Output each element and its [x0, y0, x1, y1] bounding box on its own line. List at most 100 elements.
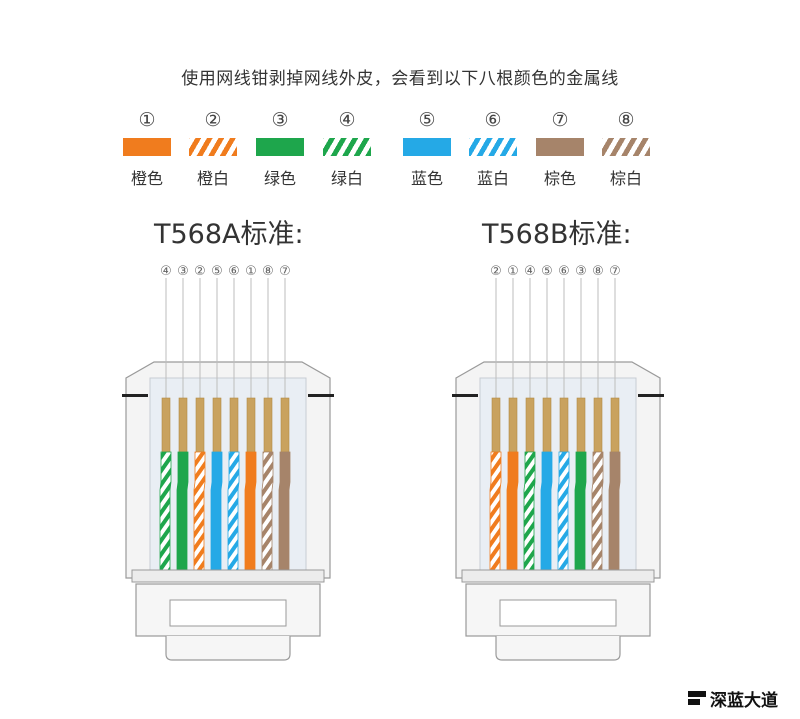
wire — [591, 451, 604, 573]
wire — [608, 451, 621, 573]
copper-contact — [610, 397, 620, 453]
wire — [574, 451, 587, 573]
wire — [244, 451, 257, 573]
brand-logo: 深蓝大道 — [688, 686, 778, 711]
legend-swatch — [123, 138, 171, 156]
boot-window — [499, 599, 617, 627]
legend-label: 蓝色 — [410, 169, 443, 188]
copper-contact — [491, 397, 501, 453]
copper-contact — [559, 397, 569, 453]
wire — [540, 451, 553, 573]
pin-number: ⑥ — [558, 264, 570, 279]
legend-label: 橙白 — [196, 169, 229, 188]
legend-label: 绿色 — [263, 169, 296, 188]
cable-boot — [495, 636, 621, 661]
copper-contact — [542, 397, 552, 453]
t568b-title: T568B标准: — [482, 219, 632, 250]
pin-number: ⑧ — [262, 264, 274, 279]
page-title: 使用网线钳剥掉网线外皮，会看到以下八根颜色的金属线 — [181, 69, 619, 89]
copper-contact — [525, 397, 535, 453]
legend-item: ③ 绿色 — [245, 108, 315, 189]
copper-contact — [508, 397, 518, 453]
wire — [523, 451, 536, 573]
legend-item: ⑤ 蓝色 — [392, 108, 462, 189]
wire — [489, 451, 502, 573]
pin-number: ⑧ — [592, 264, 604, 279]
wire — [193, 451, 206, 573]
legend-swatch — [189, 138, 237, 156]
pin-number: ② — [490, 264, 502, 279]
pin-number: ① — [245, 264, 257, 279]
pin-number: ① — [507, 264, 519, 279]
legend-swatch — [403, 138, 451, 156]
legend-swatch — [469, 138, 517, 156]
wire — [227, 451, 240, 573]
legend-swatch — [323, 138, 371, 156]
legend-number: ⑦ — [551, 109, 569, 131]
legend-item: ⑧ 棕白 — [591, 108, 661, 189]
t568a-title: T568A标准: — [154, 219, 304, 250]
pin-number: ⑦ — [609, 264, 621, 279]
legend-label: 橙色 — [130, 169, 163, 188]
wire — [557, 451, 570, 573]
pin-number: ③ — [575, 264, 587, 279]
latch-bar-left — [452, 394, 478, 397]
legend-swatch — [602, 138, 650, 156]
legend-label: 棕白 — [609, 169, 642, 188]
legend-swatch — [536, 138, 584, 156]
copper-contact — [576, 397, 586, 453]
legend-item: ② 橙白 — [178, 108, 248, 189]
latch-bar-left — [122, 394, 148, 397]
wire — [261, 451, 274, 573]
legend-number: ⑧ — [617, 109, 635, 131]
connector-collar — [131, 569, 325, 583]
pin-number: ④ — [160, 264, 172, 279]
wire — [278, 451, 291, 573]
logo-text: 深蓝大道 — [710, 691, 778, 711]
copper-contact — [178, 397, 188, 453]
wire — [176, 451, 189, 573]
legend-label: 绿白 — [330, 169, 363, 188]
legend-swatch — [256, 138, 304, 156]
pin-number: ③ — [177, 264, 189, 279]
legend-label: 棕色 — [543, 169, 576, 188]
pin-number: ⑤ — [541, 264, 553, 279]
connector-collar — [461, 569, 655, 583]
legend-number: ④ — [338, 109, 356, 131]
pin-number: ⑦ — [279, 264, 291, 279]
wire — [506, 451, 519, 573]
copper-contact — [593, 397, 603, 453]
pin-number: ② — [194, 264, 206, 279]
copper-contact — [229, 397, 239, 453]
copper-contact — [161, 397, 171, 453]
latch-bar-right — [308, 394, 334, 397]
latch-bar-right — [638, 394, 664, 397]
boot-window — [169, 599, 287, 627]
legend-item: ① 橙色 — [112, 108, 182, 189]
legend-item: ④ 绿白 — [312, 108, 382, 189]
copper-contact — [263, 397, 273, 453]
legend-number: ⑤ — [418, 109, 436, 131]
legend-number: ① — [138, 109, 156, 131]
legend-item: ⑥ 蓝白 — [458, 108, 528, 189]
legend-label: 蓝白 — [476, 169, 509, 188]
wire — [159, 451, 172, 573]
wire — [210, 451, 223, 573]
legend-number: ③ — [271, 109, 289, 131]
cable-boot — [165, 636, 291, 661]
logo-icon — [688, 690, 706, 707]
copper-contact — [195, 397, 205, 453]
pin-number: ⑥ — [228, 264, 240, 279]
legend-number: ② — [204, 109, 222, 131]
copper-contact — [246, 397, 256, 453]
pin-number: ⑤ — [211, 264, 223, 279]
legend-number: ⑥ — [484, 109, 502, 131]
copper-contact — [212, 397, 222, 453]
copper-contact — [280, 397, 290, 453]
legend-item: ⑦ 棕色 — [525, 108, 595, 189]
color-legend: ① 橙色 ② 橙白 ③ 绿色 ④ 绿白 ⑤ 蓝色 ⑥ 蓝白 ⑦ 棕色 ⑧ 棕白 — [0, 108, 800, 188]
pin-number: ④ — [524, 264, 536, 279]
